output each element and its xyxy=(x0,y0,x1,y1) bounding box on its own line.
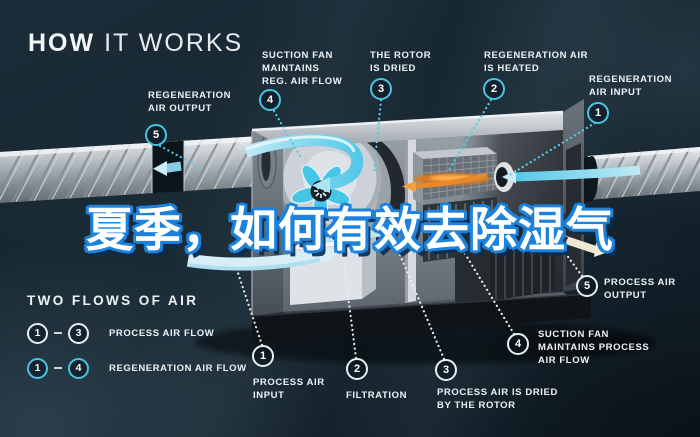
legend-badge: 3 xyxy=(68,322,89,344)
legend-row-regeneration: 1 4 REGENERATION AIR FLOW xyxy=(27,357,247,379)
range-dash xyxy=(54,367,62,369)
label-filtration: FILTRATION xyxy=(346,390,408,401)
leader-lines xyxy=(158,98,597,361)
badge-reg-fan: 4 xyxy=(259,89,281,111)
reg-output-arrow xyxy=(153,161,167,176)
legend-badge: 1 xyxy=(27,357,48,379)
badge-proc-fan: 4 xyxy=(507,333,529,355)
reg-input-arrow xyxy=(513,165,641,182)
badge-reg-output: 5 xyxy=(145,124,167,146)
reg-flow-arrow xyxy=(244,133,364,190)
process-fan-chamber xyxy=(455,223,555,303)
airflow-arrows xyxy=(186,133,641,271)
legend: TWO FLOWS OF AIR 1 3 PROCESS AIR FLOW 1 … xyxy=(27,293,247,392)
badge-proc-input: 1 xyxy=(252,345,274,367)
badge-reg-input: 1 xyxy=(587,102,609,124)
badge-reg-heated: 2 xyxy=(483,78,505,100)
badge-proc-dried: 3 xyxy=(435,359,457,381)
process-output-arrow xyxy=(546,230,598,254)
badge-filtration: 2 xyxy=(346,358,368,380)
fan-swirl-icon xyxy=(290,164,351,223)
badge-proc-output: 5 xyxy=(576,275,598,297)
base-plinth xyxy=(252,294,591,342)
left-duct xyxy=(0,136,262,203)
page-title: HOW IT WORKS xyxy=(28,29,244,57)
legend-badge: 4 xyxy=(68,357,89,379)
process-input-arrow xyxy=(186,248,326,271)
legend-badge: 1 xyxy=(27,322,48,344)
headline-cn: 夏季，如何有效去除湿气 xyxy=(86,203,614,256)
right-duct xyxy=(578,147,700,204)
range-dash xyxy=(54,332,62,334)
legend-row-process: 1 3 PROCESS AIR FLOW xyxy=(27,322,247,344)
heated-air-arrow xyxy=(402,181,416,192)
badge-rotor-dried: 3 xyxy=(370,78,392,100)
legend-heading: TWO FLOWS OF AIR xyxy=(27,293,199,308)
